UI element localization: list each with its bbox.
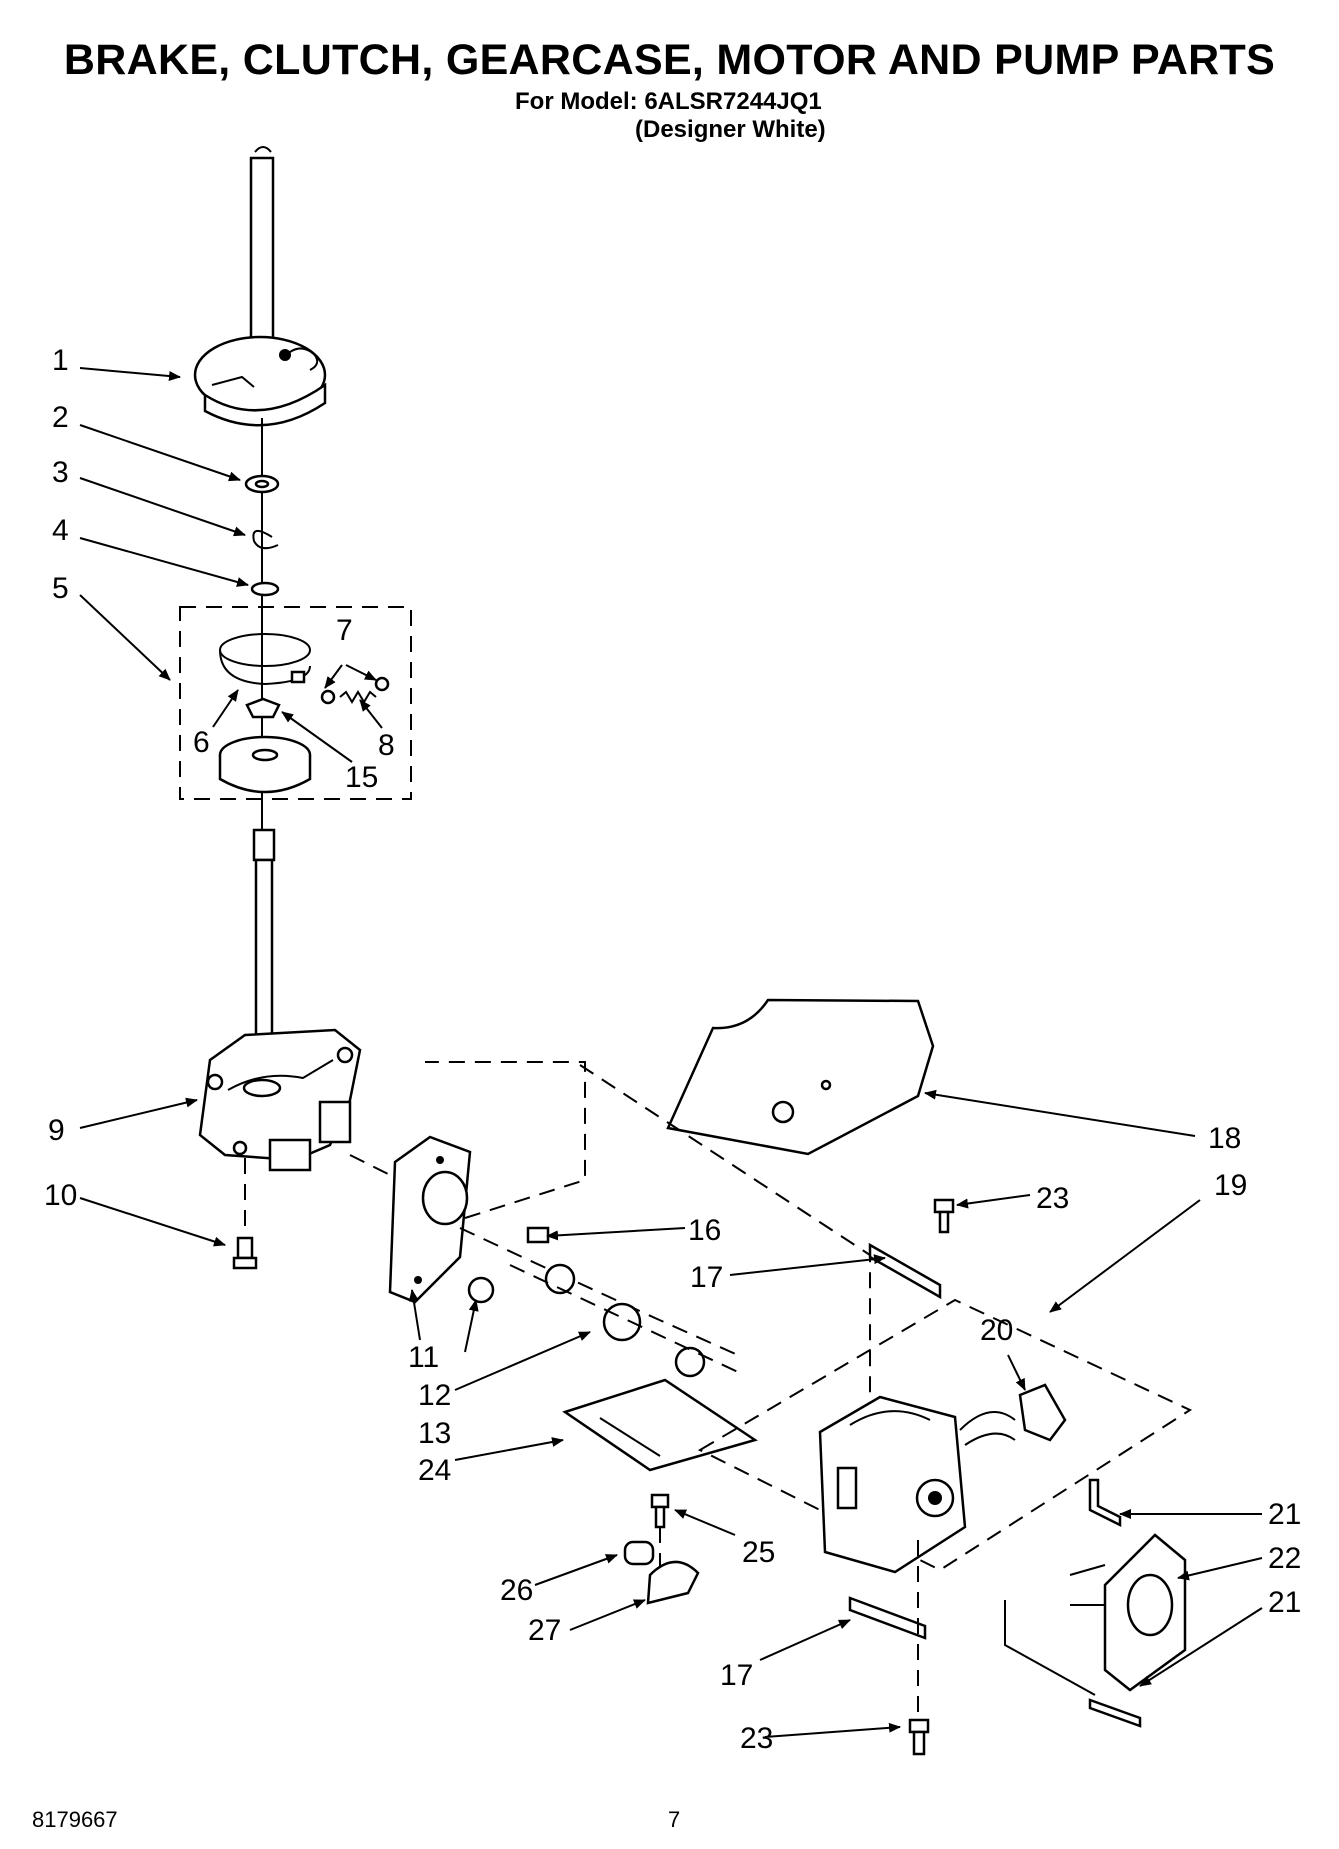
callout-21-upper: 21 xyxy=(1268,1498,1301,1531)
shield-part-18 xyxy=(666,998,935,1156)
screen-part-24 xyxy=(562,1378,758,1472)
bracket-part-17-lower xyxy=(848,1596,927,1640)
clutch-assembly-box xyxy=(179,606,412,800)
screw-part-23-lower xyxy=(908,1718,930,1756)
callout-8: 8 xyxy=(378,729,395,762)
callout-21-lower: 21 xyxy=(1268,1586,1301,1619)
callout-13: 13 xyxy=(418,1417,451,1450)
callout-18: 18 xyxy=(1208,1122,1241,1155)
callout-4: 4 xyxy=(52,514,69,547)
spring-parts-7-8 xyxy=(320,676,390,705)
agitator-shaft-top xyxy=(249,146,275,370)
model-line: For Model: 6ALSR7244JQ1 xyxy=(515,88,822,115)
pump-plate-part-11 xyxy=(388,1135,472,1304)
callout-23-lower: 23 xyxy=(740,1722,773,1755)
callout-12: 12 xyxy=(418,1379,451,1412)
callout-7: 7 xyxy=(336,614,353,647)
screw-part-10 xyxy=(232,1236,258,1270)
page-title: BRAKE, CLUTCH, GEARCASE, MOTOR AND PUMP … xyxy=(63,36,1276,84)
model-variant: (Designer White) xyxy=(635,116,826,143)
screw-part-23-upper xyxy=(933,1198,955,1234)
callout-1: 1 xyxy=(52,344,69,377)
callout-20: 20 xyxy=(980,1314,1013,1347)
page-number: 7 xyxy=(668,1807,681,1832)
callout-17-lower: 17 xyxy=(720,1659,753,1692)
callout-3: 3 xyxy=(52,456,69,489)
retaining-ring-part-3 xyxy=(252,530,279,550)
grommet-part-26 xyxy=(623,1540,655,1566)
clutch-hub-part-15 xyxy=(218,697,312,794)
screw-part-25 xyxy=(650,1493,670,1529)
callout-15: 15 xyxy=(345,761,378,794)
clip-part-21-upper xyxy=(1088,1478,1122,1528)
clamp-part-27 xyxy=(646,1560,700,1605)
callout-5: 5 xyxy=(52,572,69,605)
callout-24: 24 xyxy=(418,1454,451,1487)
clip-part-21-lower xyxy=(1088,1698,1142,1728)
callout-6: 6 xyxy=(193,726,210,759)
document-number: 8179667 xyxy=(32,1807,118,1832)
splined-shaft xyxy=(252,828,276,1072)
callout-26: 26 xyxy=(500,1574,533,1607)
callout-22: 22 xyxy=(1268,1542,1301,1575)
callout-27: 27 xyxy=(528,1614,561,1647)
callout-17-upper: 17 xyxy=(690,1261,723,1294)
pump-parts-12-16 xyxy=(459,1226,741,1378)
leader-lines xyxy=(79,367,1263,1738)
capacitor-part-20 xyxy=(959,1383,1067,1446)
ring-part-4 xyxy=(250,581,280,597)
callout-9: 9 xyxy=(48,1114,65,1147)
pump-part-22 xyxy=(1069,1533,1187,1692)
bracket-part-17-upper xyxy=(868,1242,942,1300)
callout-23-upper: 23 xyxy=(1036,1182,1069,1215)
callout-2: 2 xyxy=(52,401,69,434)
brake-assembly xyxy=(193,335,327,427)
pump-link xyxy=(1004,1600,1096,1696)
callout-25: 25 xyxy=(742,1536,775,1569)
callout-10: 10 xyxy=(44,1179,77,1212)
motor-part-19 xyxy=(818,1395,967,1574)
callout-11: 11 xyxy=(408,1341,439,1374)
callout-labels: 1 2 3 4 5 6 7 8 15 9 10 11 12 13 16 17 1… xyxy=(44,344,1301,1755)
callout-16: 16 xyxy=(688,1214,721,1247)
washer-part-2 xyxy=(244,474,280,494)
gearcase-part-9 xyxy=(198,1028,362,1172)
clutch-band-part-6 xyxy=(219,633,311,686)
callout-19: 19 xyxy=(1214,1169,1247,1202)
